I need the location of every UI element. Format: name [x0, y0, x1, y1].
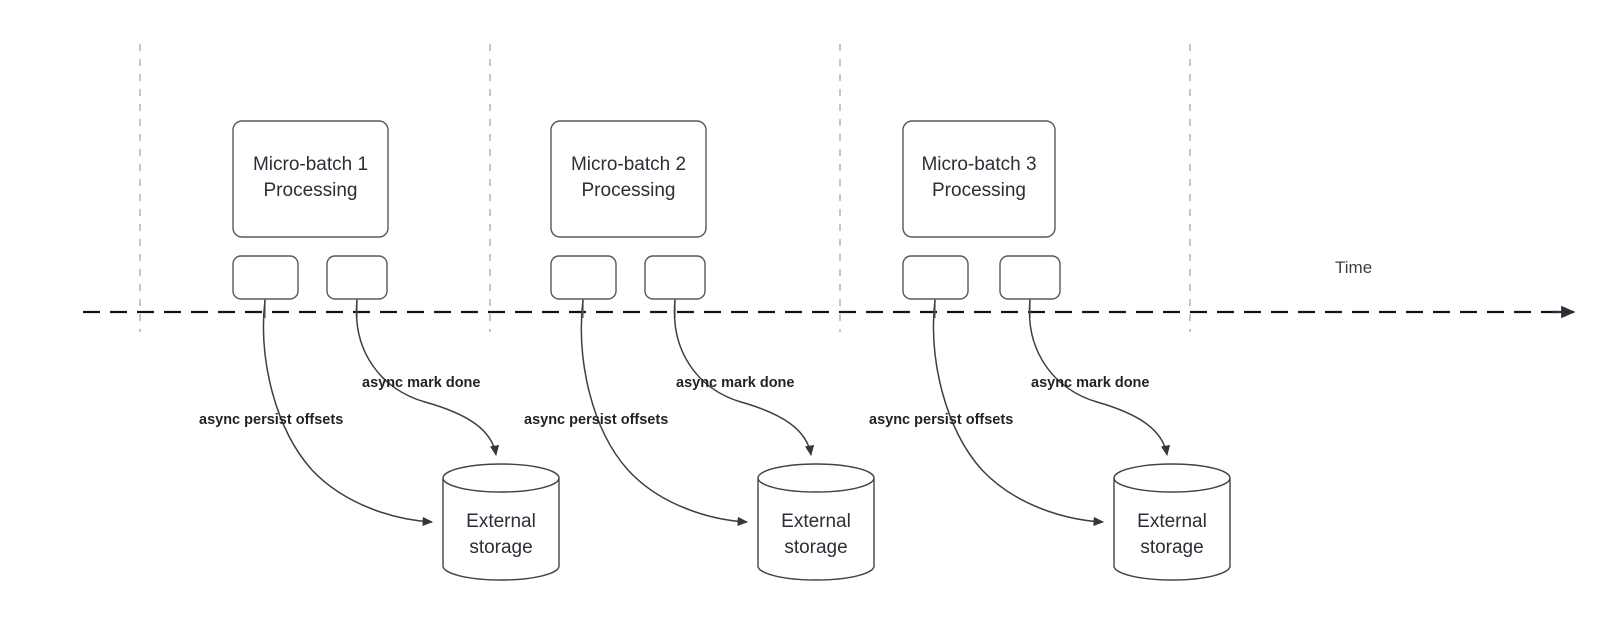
group-2-external-storage[interactable]: External storage	[757, 463, 875, 581]
group-1-commit-marker-b[interactable]	[326, 255, 388, 300]
group-3-commit-marker-a[interactable]	[902, 255, 969, 300]
group-1-async-mark-done-arrow	[355, 299, 500, 457]
group-2-async-persist-offsets-label: async persist offsets	[524, 412, 668, 428]
group-3-storage-label-line1: External	[1137, 511, 1207, 532]
group-3-commit-marker-b[interactable]	[999, 255, 1061, 300]
time-axis-label: Time	[1335, 258, 1372, 277]
group-2-microbatch-box[interactable]	[550, 120, 707, 238]
group-2-storage-label-line2: storage	[784, 537, 847, 558]
group-1-async-mark-done-label: async mark done	[362, 375, 480, 391]
group-3-microbatch-box[interactable]	[902, 120, 1056, 238]
group-2-async-persist-offsets-arrow	[580, 299, 749, 527]
group-2-storage-label-line1: External	[781, 511, 851, 532]
group-3-microbatch-label-line1: Micro-batch 3	[921, 154, 1036, 175]
group-2: Micro-batch 2 Processing External storag…	[524, 120, 875, 581]
group-2-cylinder-top	[757, 463, 875, 493]
group-1-async-persist-offsets-label: async persist offsets	[199, 412, 343, 428]
group-3-external-storage[interactable]: External storage	[1113, 463, 1231, 581]
group-2-microbatch-label-line2: Processing	[582, 180, 676, 201]
group-2-async-mark-done-label: async mark done	[676, 375, 794, 391]
group-2-commit-marker-b[interactable]	[644, 255, 706, 300]
group-1-commit-marker-a[interactable]	[232, 255, 299, 300]
batch-boundary-ticks	[139, 44, 1191, 332]
group-1-async-persist-offsets-arrow	[262, 299, 434, 527]
group-1-external-storage[interactable]: External storage	[442, 463, 560, 581]
time-axis: Time	[83, 258, 1576, 319]
group-1-microbatch-label-line1: Micro-batch 1	[253, 154, 368, 175]
group-3-cylinder-top	[1113, 463, 1231, 493]
group-3-cylinder-body	[1113, 478, 1231, 581]
group-2-async-mark-done-arrow	[673, 299, 815, 457]
group-3-async-mark-done-label: async mark done	[1031, 375, 1149, 391]
group-1-storage-label-line1: External	[466, 511, 536, 532]
group-3-microbatch-label-line2: Processing	[932, 180, 1026, 201]
group-3-storage-label-line2: storage	[1140, 537, 1203, 558]
group-1: Micro-batch 1 Processing External storag…	[199, 120, 560, 581]
group-2-microbatch-label-line1: Micro-batch 2	[571, 154, 686, 175]
group-1-microbatch-label-line2: Processing	[264, 180, 358, 201]
group-2-cylinder-body	[757, 478, 875, 581]
group-2-commit-marker-a[interactable]	[550, 255, 617, 300]
group-1-microbatch-box[interactable]	[232, 120, 389, 238]
group-1-storage-label-line2: storage	[469, 537, 532, 558]
group-3: Micro-batch 3 Processing External storag…	[869, 120, 1231, 581]
group-1-cylinder-top	[442, 463, 560, 493]
group-3-async-persist-offsets-label: async persist offsets	[869, 412, 1013, 428]
group-3-async-persist-offsets-arrow	[932, 299, 1105, 527]
group-3-async-mark-done-arrow	[1028, 299, 1171, 457]
group-1-cylinder-body	[442, 478, 560, 581]
